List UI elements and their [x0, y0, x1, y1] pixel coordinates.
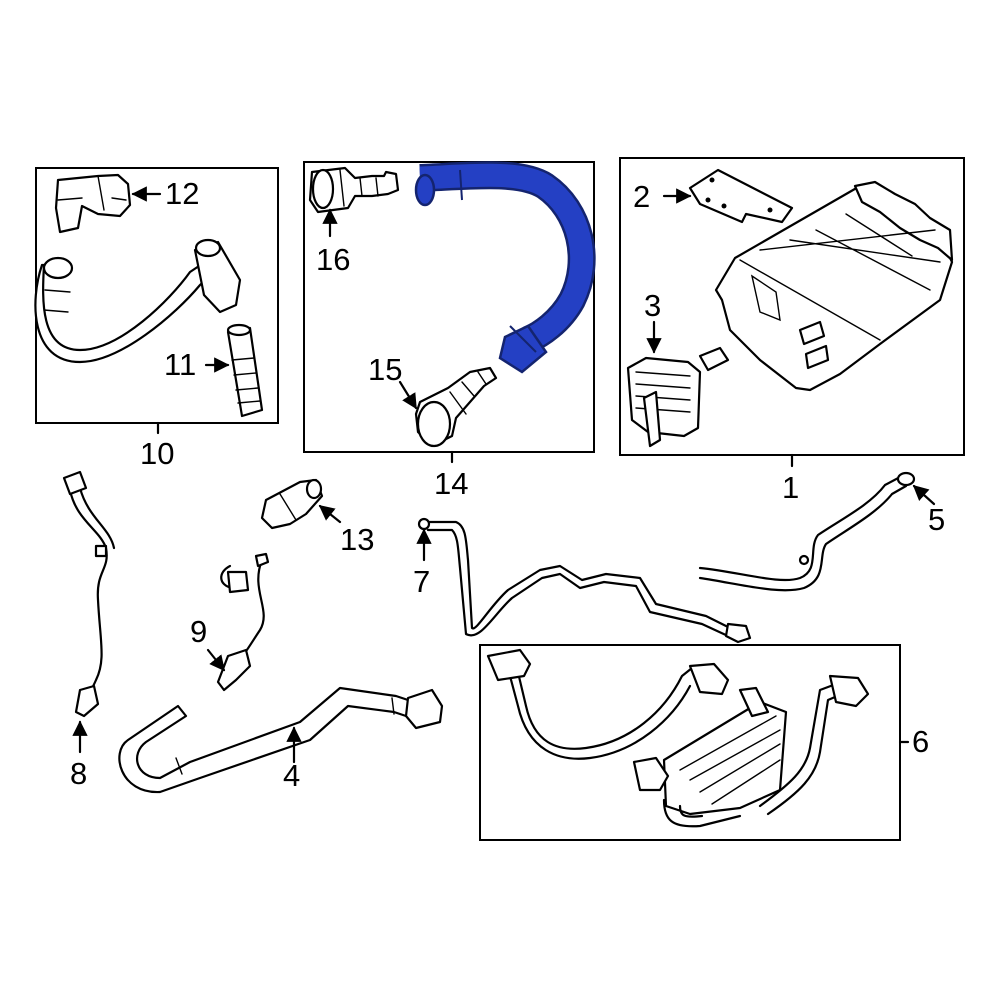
callout-13: 13 [340, 522, 374, 557]
hose-end-top[interactable] [414, 173, 436, 207]
hose-fill[interactable] [419, 163, 594, 351]
part-9-sensor-harness[interactable] [216, 552, 270, 692]
part-8-sensor-harness[interactable] [62, 470, 116, 718]
part-6-canister-assembly[interactable] [486, 648, 870, 828]
group-box-1: 2 3 [619, 157, 965, 456]
part-5-vent-hose[interactable] [698, 471, 916, 592]
group-box-14: 16 15 [303, 161, 596, 453]
callout-10: 10 [140, 436, 174, 471]
part-10-hose[interactable] [34, 238, 242, 364]
callout-7: 7 [413, 564, 430, 599]
leader-15 [398, 380, 418, 410]
callout-2: 2 [633, 179, 650, 214]
part-3-purge-valve[interactable] [626, 356, 702, 448]
callout-5: 5 [928, 502, 945, 537]
leader-13 [318, 504, 342, 524]
callout-9: 9 [190, 614, 207, 649]
callout-1: 1 [782, 470, 799, 505]
part-16-connector[interactable] [308, 166, 400, 214]
group-box-10: 12 11 [34, 167, 279, 424]
part-14-vapor-hose-highlighted[interactable] [414, 161, 596, 374]
callout-11: 11 [164, 347, 196, 382]
leader-5 [912, 484, 936, 506]
group-box-6 [479, 644, 901, 841]
part-4-hose[interactable] [118, 686, 444, 794]
callout-12: 12 [165, 176, 199, 211]
callout-16: 16 [316, 242, 350, 277]
part-7-fuel-line[interactable] [417, 517, 752, 644]
part-1-evap-canister[interactable] [698, 180, 954, 392]
part-2-bracket[interactable] [688, 168, 794, 224]
callout-15: 15 [368, 352, 402, 387]
callout-6: 6 [912, 724, 929, 759]
part-12-elbow-connector[interactable] [54, 173, 132, 234]
callout-8: 8 [70, 756, 87, 791]
part-11-clip[interactable] [226, 323, 264, 418]
part-13-valve[interactable] [260, 478, 324, 530]
leader-9 [206, 648, 226, 672]
callout-14: 14 [434, 466, 468, 501]
part-15-quick-connector[interactable] [414, 366, 498, 448]
hose-end-bottom[interactable] [498, 324, 548, 374]
callout-4: 4 [283, 758, 300, 793]
callout-3: 3 [644, 288, 661, 323]
